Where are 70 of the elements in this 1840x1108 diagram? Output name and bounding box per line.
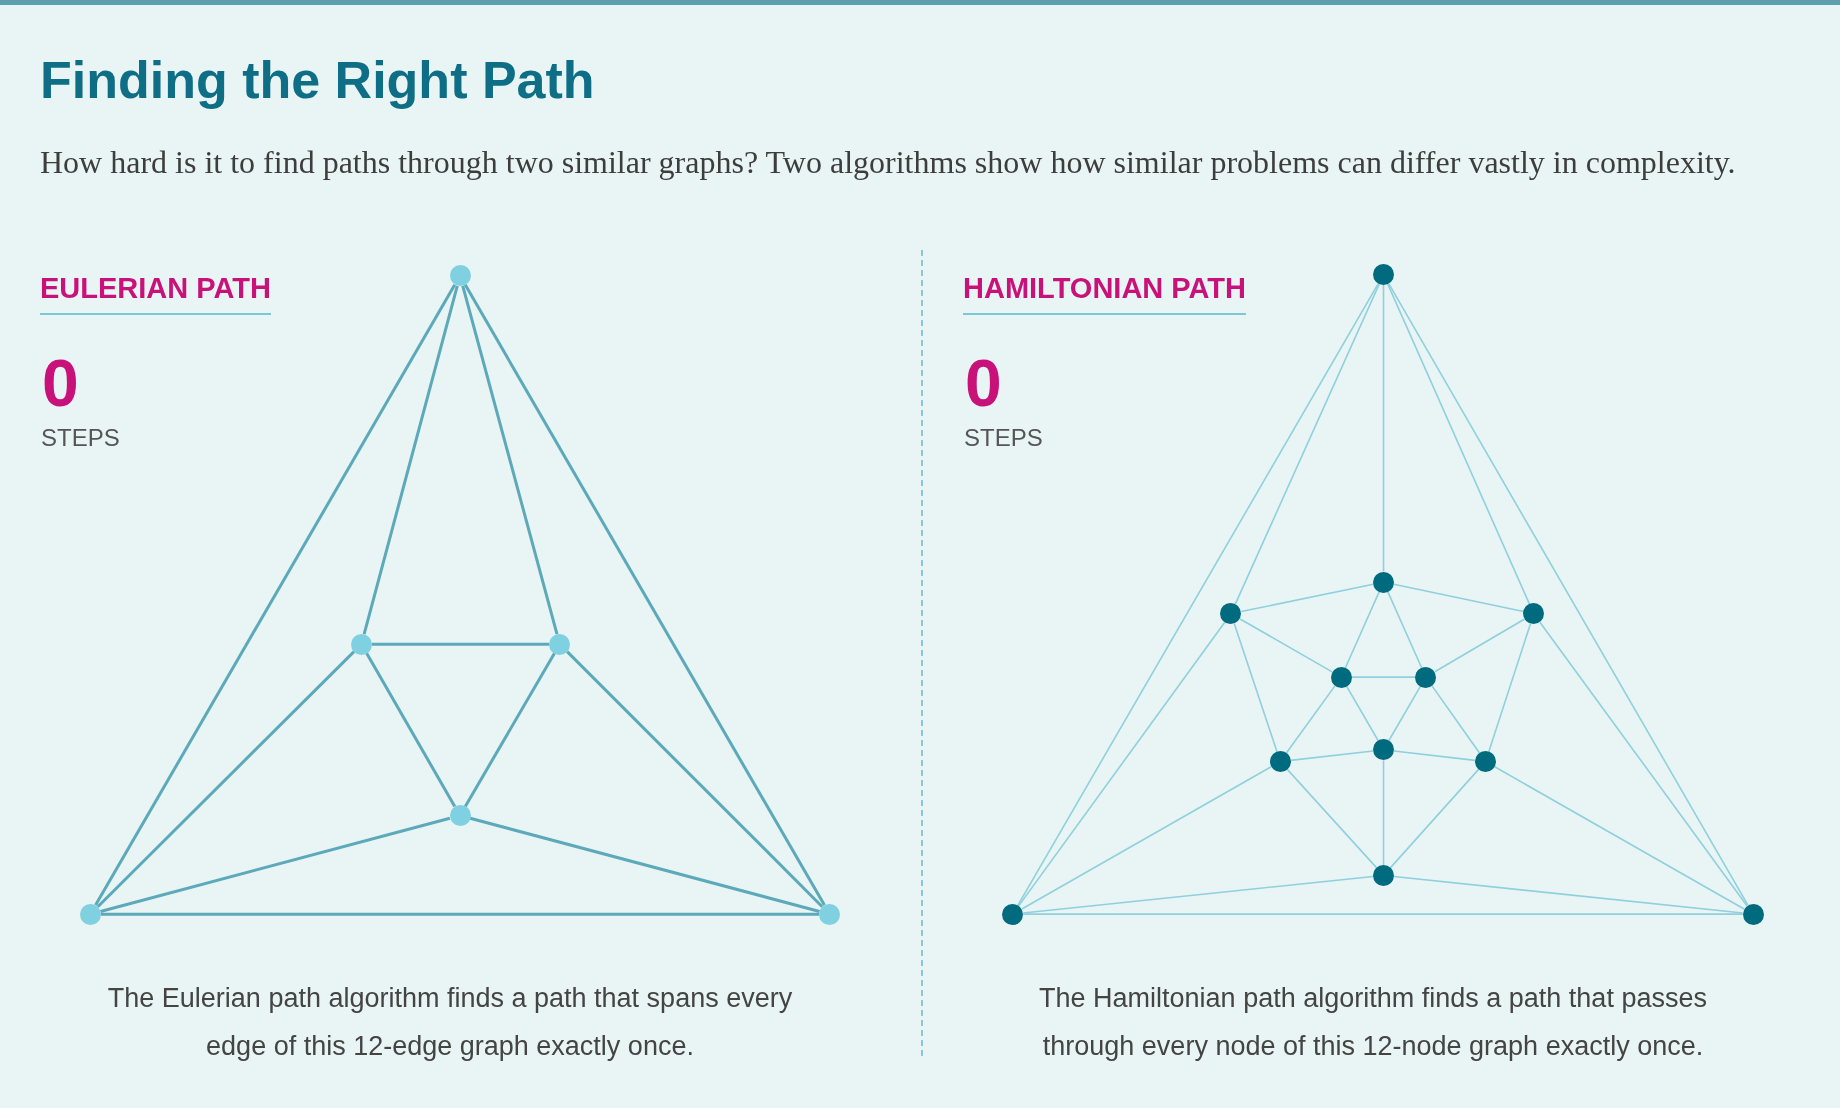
- graph-edge: [1431, 684, 1481, 754]
- graph-edge: [1388, 685, 1422, 742]
- graph-node: [1330, 666, 1352, 688]
- graph-edge: [1393, 583, 1525, 613]
- graph-edge: [1539, 621, 1748, 907]
- graph-edge: [1387, 282, 1749, 906]
- graph-node: [1415, 666, 1437, 688]
- graph-node: [449, 805, 471, 827]
- graph-edge: [1351, 676, 1417, 678]
- graph-node: [1523, 603, 1545, 625]
- graph-edge: [461, 285, 559, 635]
- graph-edge: [1344, 590, 1381, 669]
- graph-edge: [96, 650, 356, 908]
- graph-edge: [1393, 750, 1476, 762]
- graph-edge: [566, 650, 824, 908]
- caption-text: The Hamiltonian path algorithm finds a path that passes through every node of this 12-node graph exactly once.: [1038, 982, 1708, 1063]
- graph-edge: [1286, 768, 1378, 869]
- graph-edge: [1018, 621, 1226, 907]
- graph-node: [1220, 603, 1242, 625]
- graph-edge: [371, 642, 550, 646]
- graph-edge: [1017, 282, 1380, 906]
- graph-edge: [100, 816, 451, 913]
- step-counter: 0: [965, 350, 1002, 416]
- graph-edge: [1393, 875, 1744, 914]
- graph-edge: [1021, 766, 1272, 910]
- intro-text: How hard is it to find paths through two similar graphs? Two algorithms show how similar problems can differ vastly in complexity.: [40, 143, 1737, 182]
- steps-label: STEPS: [41, 424, 120, 452]
- graph-edge: [1389, 768, 1480, 869]
- graph-edge: [1382, 284, 1385, 573]
- steps-label: STEPS: [964, 424, 1043, 452]
- graph-node: [819, 903, 841, 925]
- graph-node: [449, 265, 471, 287]
- page-title: Finding the Right Path: [40, 50, 595, 110]
- caption-text: The Eulerian path algorithm finds a path that spans every edge of this 12-edge graph exactly once.: [106, 982, 794, 1063]
- graph-node: [350, 633, 372, 655]
- graph-edge: [1289, 750, 1374, 762]
- step-counter: 0: [42, 350, 79, 416]
- graph-edge: [1493, 766, 1745, 910]
- graph-edge: [365, 652, 457, 808]
- graph-node: [1373, 264, 1394, 286]
- graph-edge: [1022, 875, 1374, 914]
- graph-edge: [1387, 590, 1423, 669]
- graph-edge: [1488, 622, 1532, 753]
- graph-edge: [1234, 283, 1380, 605]
- graph-node: [1269, 751, 1291, 773]
- graph-edge: [464, 652, 556, 808]
- section-heading: HAMILTONIAN PATH: [963, 272, 1246, 315]
- graph-edge: [100, 912, 820, 916]
- graph-edge: [1434, 618, 1526, 673]
- graph-node: [1373, 571, 1394, 593]
- graph-edge: [362, 285, 459, 635]
- graph-edge: [1345, 685, 1380, 742]
- graph-node: [79, 903, 101, 925]
- graph-node: [549, 633, 571, 655]
- graph-edge: [1239, 618, 1333, 673]
- graph-node: [1373, 739, 1394, 761]
- graph-node: [1373, 864, 1394, 886]
- graph-edge: [1233, 622, 1278, 753]
- graph-node: [1002, 903, 1024, 925]
- graph-edge: [1240, 583, 1375, 613]
- graph-edge: [1022, 913, 1744, 915]
- graph-node: [1475, 751, 1497, 773]
- graph-edge: [1285, 684, 1336, 754]
- section-heading: EULERIAN PATH: [40, 272, 271, 315]
- graph-edge: [469, 816, 820, 913]
- graph-edge: [463, 284, 826, 906]
- graph-edge: [1386, 283, 1531, 605]
- graph-edge: [94, 284, 457, 906]
- graph-edge: [1382, 759, 1385, 866]
- graph-node: [1742, 903, 1764, 925]
